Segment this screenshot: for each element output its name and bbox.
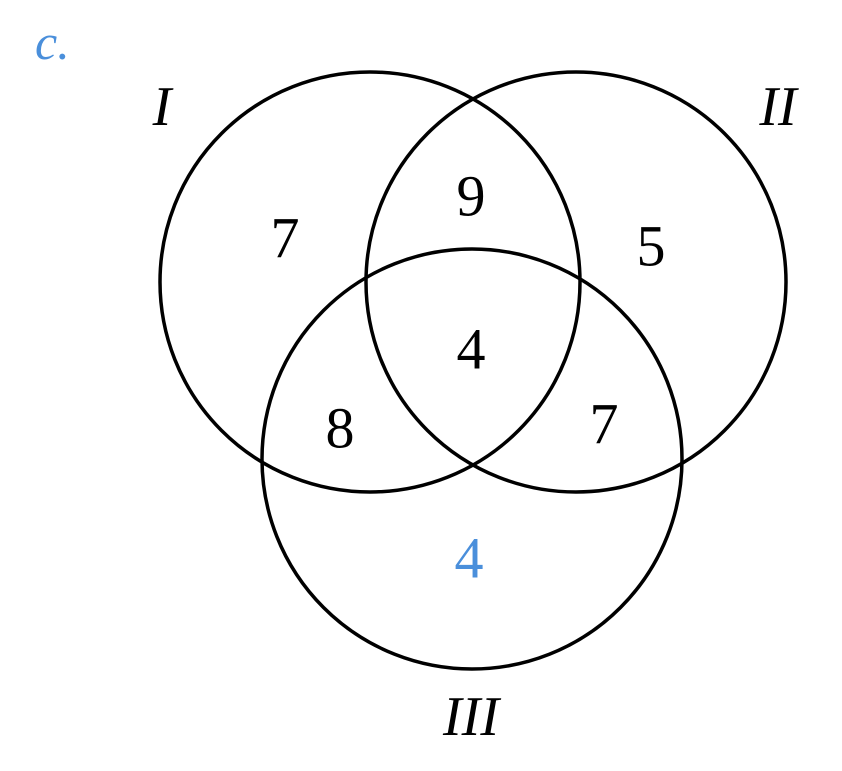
region-all-three: 4 bbox=[457, 317, 486, 382]
region-only-three: 4 bbox=[455, 526, 484, 591]
set-one-circle bbox=[158, 70, 582, 494]
set-three-circle bbox=[260, 247, 684, 671]
set-two-label: II bbox=[758, 76, 799, 138]
set-three-label: III bbox=[442, 686, 501, 748]
region-one-and-three: 8 bbox=[326, 396, 355, 461]
part-label: c. bbox=[35, 14, 70, 70]
region-two-and-three: 7 bbox=[590, 392, 619, 457]
set-two-circle bbox=[364, 70, 788, 494]
region-one-and-two: 9 bbox=[457, 164, 486, 229]
region-only-two: 5 bbox=[637, 214, 666, 279]
region-only-one: 7 bbox=[271, 206, 300, 271]
set-one-label: I bbox=[152, 76, 174, 138]
